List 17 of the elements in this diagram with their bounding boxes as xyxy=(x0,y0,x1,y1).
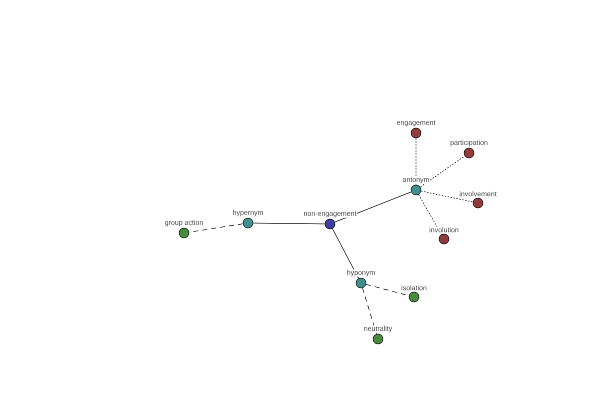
connector-line xyxy=(252,222,326,224)
graph-node xyxy=(438,234,450,244)
graph-node xyxy=(410,128,422,138)
graph-node xyxy=(356,278,366,288)
graph-node xyxy=(178,228,190,238)
graph-node xyxy=(324,218,336,230)
connector-line xyxy=(188,224,244,232)
connector-line xyxy=(362,288,377,334)
graph-node xyxy=(372,334,384,344)
graph-node xyxy=(464,148,474,158)
graph-node xyxy=(242,218,254,228)
connector-line xyxy=(420,156,465,188)
graph-node xyxy=(408,292,420,302)
graph-node xyxy=(472,198,484,208)
graph-node xyxy=(410,184,422,196)
connector-line xyxy=(418,194,442,235)
connector-line xyxy=(420,190,474,202)
